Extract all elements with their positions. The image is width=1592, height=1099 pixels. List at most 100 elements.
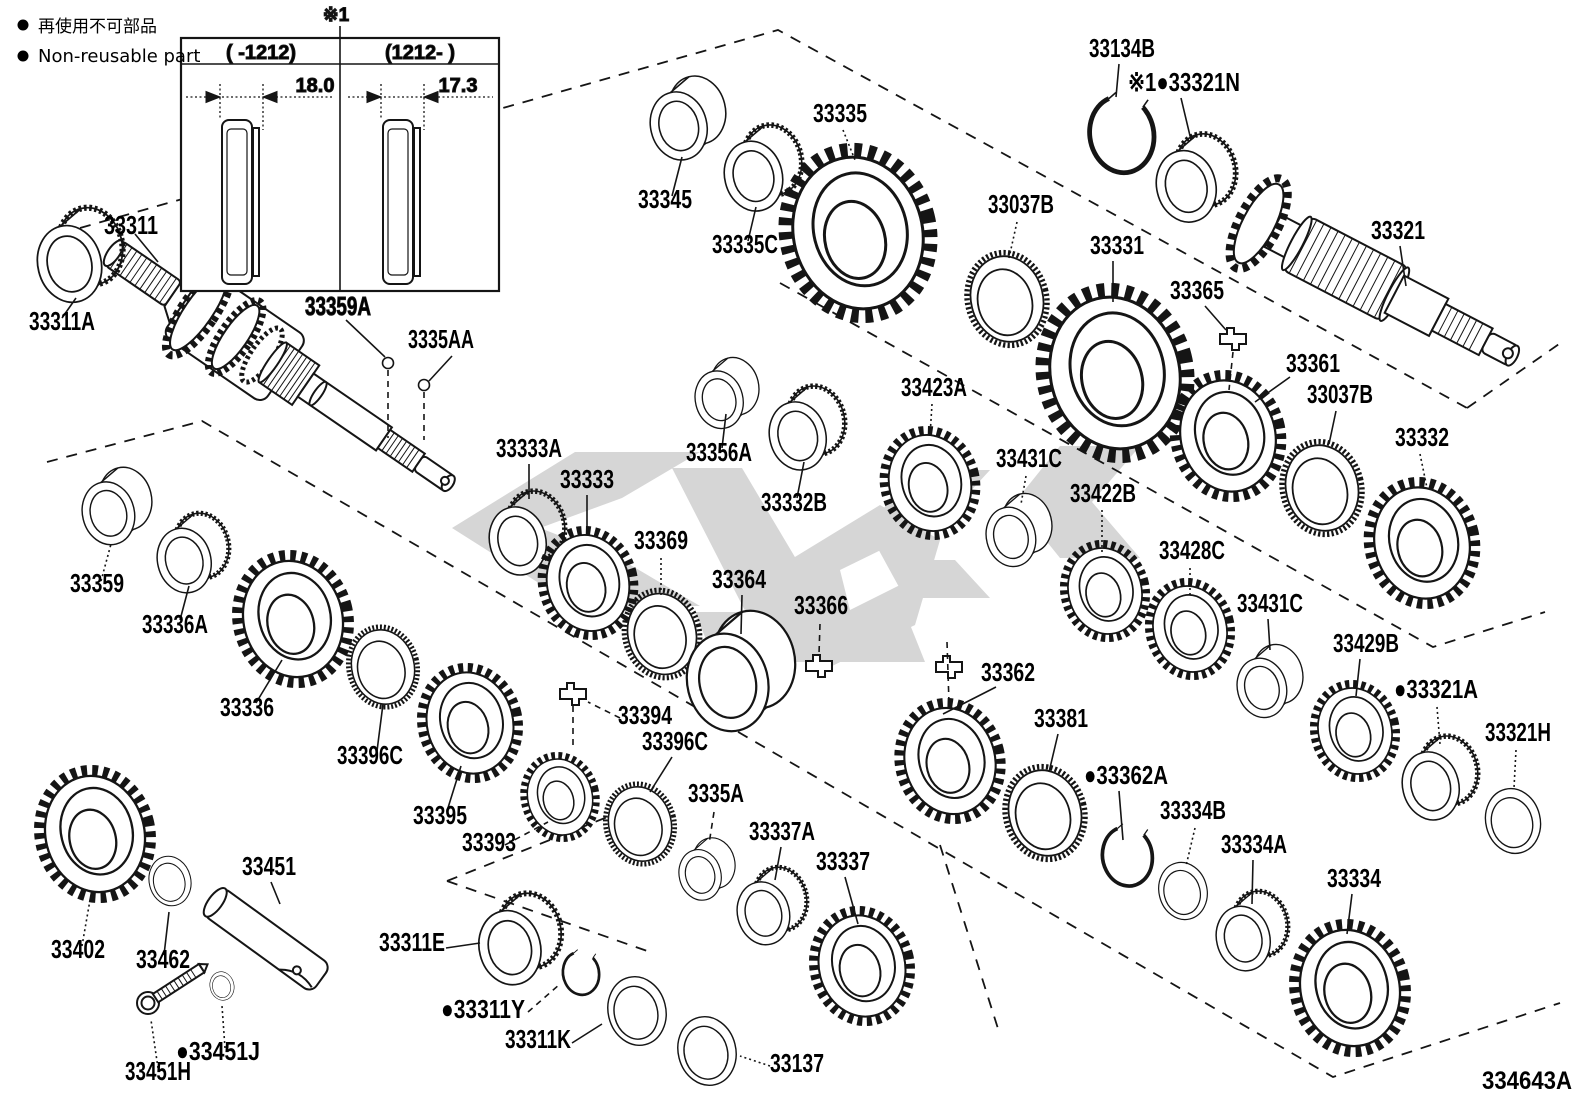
part-label-33335: 33335 [813,98,867,128]
part-label-33395: 33395 [413,800,467,830]
non-reusable-dot-icon [17,19,29,31]
part-label-33331: 33331 [1090,230,1144,260]
part-label-33429B: 33429B [1333,628,1399,658]
part-label-33311A: 33311A [29,306,95,336]
part-label-33361: 33361 [1286,348,1340,378]
part-33431C-bushing-2 [1227,638,1313,724]
part-label-33366: 33366 [794,590,848,620]
part-label-33337: 33337 [816,846,870,876]
part-label-33451J: ●33451J [176,1036,260,1066]
part-33396C-synchro-ring-2 [597,776,683,871]
part-labels: 33311 33311A 3335AA 33345 33335C 33335 3… [29,33,1551,1086]
part-label-33321N: ※1●33321N [1128,67,1240,97]
part-label-33137: 33137 [770,1048,824,1078]
part-label-33037B-1: 33037B [988,189,1054,219]
part-33336-gear [224,543,362,695]
part-label-33451: 33451 [242,851,296,881]
part-33359-bushing [72,460,162,552]
bearing-cross-section-left [221,119,260,285]
part-label-33381: 33381 [1034,703,1088,733]
part-label-33364: 33364 [712,564,766,594]
part-label-33337A: 33337A [749,816,815,846]
inset-dimension-right: 17.3 [439,75,478,97]
non-reusable-dot-icon [17,50,29,62]
part-33334B-ring [1152,856,1214,926]
part-33362-gear [887,692,1013,830]
part-label-33311K: 33311K [505,1024,571,1054]
part-33311-input-shaft [102,239,456,493]
part-label-33334B: 33334B [1160,795,1226,825]
part-33321H-ring [1478,782,1548,860]
part-label-33393: 33393 [462,827,516,857]
inset-column-right: (1212- ) [385,42,455,64]
part-33356A-bushing [686,351,768,435]
leader-node-3335AA [417,378,431,392]
legend: 再使用不可部品 Non-reusable part [17,16,200,67]
part-label-33334: 33334 [1327,863,1381,893]
part-label-33134B: 33134B [1089,33,1155,63]
part-label-33396C-1: 33396C [337,740,403,770]
part-33321N-bearing [1146,128,1246,229]
part-33365-shifting-key [1219,327,1247,351]
part-33394-shifting-key [559,682,587,706]
part-label-33332B: 33332B [761,487,827,517]
part-label-33321: 33321 [1371,215,1425,245]
part-33332B-bearing [760,380,855,476]
part-label-3335AA: 3335AA [408,324,474,354]
part-33381-synchro-ring [995,758,1094,868]
part-label-33431C-2: 33431C [1237,588,1303,618]
part-label-33359: 33359 [70,568,124,598]
part-33362A-snap-ring [1095,817,1159,892]
part-label-33423A: 33423A [901,372,967,402]
parts-layer [26,69,1548,1093]
part-label-33311: 33311 [104,210,158,240]
part-label-33402: 33402 [51,934,105,964]
part-33311K-ring [599,969,675,1053]
part-label-33321A: ●33321A [1394,674,1478,704]
part-label-33428C: 33428C [1159,535,1225,565]
inset-dimension-left: 18.0 [296,75,335,97]
part-label-33335C: 33335C [712,229,778,259]
part-label-33394: 33394 [618,700,672,730]
part-33451H-bolt [136,962,209,1015]
legend-note-en: Non-reusable part [38,46,200,67]
part-33336A-bearing [148,507,238,598]
legend-note-jp: 再使用不可部品 [38,16,157,37]
part-33345-bushing [639,69,737,167]
part-label-33345: 33345 [638,184,692,214]
part-label-33422B: 33422B [1070,478,1136,508]
part-33137-washer [669,1009,745,1093]
part-label-33311Y: ●33311Y [441,994,525,1024]
part-33311E-bearing [468,887,571,992]
part-label-33037B-2: 33037B [1307,379,1373,409]
part-3335A-bushing [671,832,743,906]
part-label-33333A: 33333A [496,433,562,463]
part-33311Y-snap-ring [557,945,604,1000]
inset-column-left: ( -1212) [226,42,296,64]
part-label-33431C-1: 33431C [996,443,1062,473]
part-33337-gear [802,900,922,1032]
part-33402-gear [26,758,164,910]
inset-ref-mark: ※1 [323,5,350,26]
part-33366-shifting-key-2 [935,655,963,679]
part-33395-hub-sleeve [410,657,530,789]
part-label-33336: 33336 [220,692,274,722]
part-label-33336A: 33336A [142,609,208,639]
part-33462-washer [143,851,197,911]
part-label-33362A: ●33362A [1084,760,1168,790]
part-label-33359A: 33359A [305,291,371,321]
part-33321A-bearing [1393,730,1488,826]
part-33037B-synchro-ring-2 [1272,433,1371,543]
leader-node-33359A [381,356,395,370]
part-33335-gear [768,134,948,332]
leader-lines [61,63,1517,1069]
part-33037B-synchro-ring-1 [957,244,1056,354]
part-label-33451H: 33451H [125,1056,191,1086]
part-label-33462: 33462 [136,944,190,974]
part-label-33311E: 33311E [379,927,445,957]
part-label-33321H: 33321H [1485,717,1551,747]
part-33451-shaft [202,886,329,991]
part-label-33369: 33369 [634,525,688,555]
